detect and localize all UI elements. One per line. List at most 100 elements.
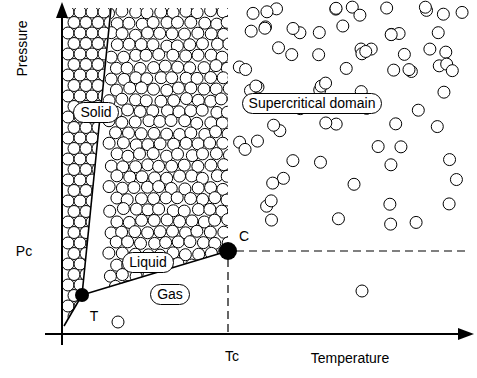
molecule xyxy=(62,132,74,144)
molecule xyxy=(197,237,209,249)
molecule xyxy=(62,174,74,186)
molecule xyxy=(86,132,98,144)
molecule xyxy=(135,281,147,293)
molecule xyxy=(123,17,135,29)
molecule xyxy=(74,27,86,39)
molecule xyxy=(221,194,233,206)
molecule xyxy=(180,93,192,105)
molecule xyxy=(153,181,165,193)
molecule xyxy=(154,115,166,127)
molecule xyxy=(103,181,115,193)
molecule xyxy=(242,116,254,128)
molecule xyxy=(197,148,209,160)
phase-name: Liquid xyxy=(129,254,166,270)
molecule xyxy=(110,127,122,139)
molecule xyxy=(103,137,115,149)
molecule xyxy=(118,51,130,63)
molecule xyxy=(142,27,154,39)
molecule xyxy=(424,43,436,55)
molecule xyxy=(196,104,208,116)
molecule xyxy=(80,185,92,197)
molecule xyxy=(92,185,104,197)
axis-label: Pressure xyxy=(14,20,31,76)
melting-curve xyxy=(82,8,111,295)
molecule xyxy=(154,27,166,39)
molecule xyxy=(143,115,155,127)
molecule xyxy=(372,141,384,153)
molecule xyxy=(161,84,173,96)
molecule xyxy=(240,64,252,76)
molecule xyxy=(356,285,368,297)
molecule xyxy=(180,137,192,149)
molecule xyxy=(130,291,142,303)
molecule xyxy=(62,27,74,39)
molecule xyxy=(74,69,86,81)
molecule xyxy=(330,3,342,15)
molecule xyxy=(215,93,227,105)
molecule xyxy=(440,46,452,58)
molecule xyxy=(98,216,110,228)
molecule xyxy=(223,260,235,272)
molecule xyxy=(320,77,332,89)
molecule xyxy=(185,193,197,205)
molecule xyxy=(166,225,178,237)
molecule xyxy=(122,300,134,312)
phase-name: Solid xyxy=(80,104,111,120)
molecule xyxy=(277,172,289,184)
molecule xyxy=(74,153,86,165)
molecule xyxy=(385,29,397,41)
molecule xyxy=(196,304,208,316)
molecule xyxy=(234,282,246,294)
molecule xyxy=(419,1,431,13)
molecule xyxy=(110,236,122,248)
phase-label: Gas xyxy=(150,284,190,305)
molecule xyxy=(395,141,407,153)
molecule xyxy=(265,195,277,207)
molecule xyxy=(246,40,258,52)
molecule xyxy=(251,135,263,147)
molecule xyxy=(92,38,104,50)
molecule xyxy=(432,27,444,39)
molecule xyxy=(68,248,80,260)
molecule xyxy=(381,2,393,14)
molecule xyxy=(242,182,254,194)
molecule xyxy=(166,72,178,84)
molecule xyxy=(117,137,129,149)
molecule xyxy=(167,49,179,61)
molecule xyxy=(174,170,186,182)
molecule xyxy=(191,270,203,282)
molecule xyxy=(142,159,154,171)
molecule xyxy=(221,280,233,292)
molecule xyxy=(287,22,299,34)
molecule xyxy=(142,227,154,239)
molecule xyxy=(171,192,183,204)
molecule xyxy=(86,27,98,39)
molecule xyxy=(142,204,154,216)
molecule xyxy=(129,226,141,238)
molecule xyxy=(211,258,223,270)
molecule xyxy=(86,216,98,228)
molecule xyxy=(403,64,415,76)
molecule xyxy=(148,214,160,226)
molecule xyxy=(117,203,129,215)
molecule xyxy=(68,269,80,281)
molecule xyxy=(129,116,141,128)
molecule xyxy=(236,172,248,184)
molecule xyxy=(205,72,217,84)
molecule xyxy=(191,225,203,237)
molecule xyxy=(129,94,141,106)
molecule xyxy=(62,90,74,102)
molecule xyxy=(259,22,271,34)
molecule xyxy=(223,303,235,315)
molecule xyxy=(192,49,204,61)
molecule xyxy=(229,28,241,40)
molecule xyxy=(446,65,458,77)
molecule xyxy=(171,16,183,28)
axis-label: Pc xyxy=(16,243,32,260)
molecule xyxy=(191,291,203,303)
molecule xyxy=(166,160,178,172)
molecule xyxy=(62,48,74,60)
molecule xyxy=(209,192,221,204)
phase-label: Solid xyxy=(73,102,118,123)
molecule xyxy=(68,206,80,218)
